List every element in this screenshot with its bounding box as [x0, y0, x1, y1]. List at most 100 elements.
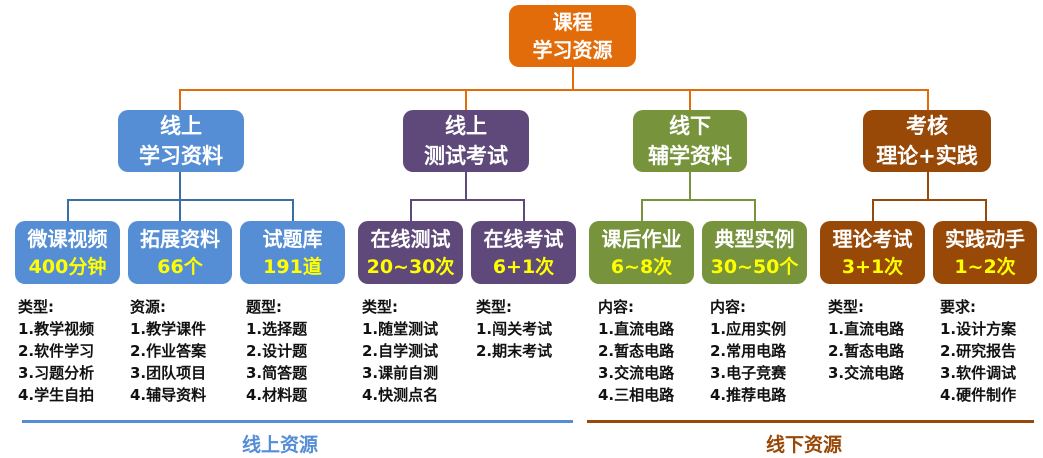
item-title: 课后作业 [601, 226, 682, 251]
connector [179, 89, 181, 111]
category-line2: 学习资料 [139, 144, 223, 168]
connector [872, 199, 987, 201]
list-item: 1.设计方案 [940, 320, 1017, 338]
list-item: 3.电子竞赛 [710, 364, 787, 382]
item-title: 在线测试 [370, 226, 451, 251]
category-line1: 线上 [160, 114, 202, 138]
item-detail-list: 要求: 1.设计方案 2.研究报告 3.软件调试 4.硬件制作 [940, 296, 1016, 406]
list-item: 4.材料题 [246, 386, 308, 404]
category-line1: 线上 [445, 114, 487, 138]
category-assessment: 考核 理论+实践 [863, 110, 991, 172]
list-item: 1.闯关考试 [476, 320, 553, 338]
connector [641, 199, 756, 201]
item-title: 典型实例 [714, 226, 795, 251]
list-item: 2.期末考试 [476, 342, 553, 360]
item-title: 理论考试 [832, 226, 913, 251]
item-detail-list: 类型: 1.闯关考试 2.期末考试 [476, 296, 552, 362]
connector [179, 199, 181, 221]
list-item: 2.软件学习 [18, 342, 95, 360]
list-item: 1.直流电路 [598, 320, 675, 338]
list-item: 3.简答题 [246, 364, 308, 382]
item-extended-materials: 拓展资料 66个 [128, 221, 232, 284]
connector [641, 199, 643, 221]
connector [179, 89, 929, 91]
connector [872, 199, 874, 221]
category-line2: 辅学资料 [648, 144, 732, 168]
list-item: 2.作业答案 [130, 342, 207, 360]
item-value: 66个 [157, 255, 203, 278]
item-value: 30~50个 [710, 255, 799, 278]
connector [689, 89, 691, 111]
category-online-tests: 线上 测试考试 [403, 110, 529, 172]
connector [754, 199, 756, 221]
list-item: 3.交流电路 [828, 364, 905, 382]
offline-resources-label: 线下资源 [766, 434, 843, 456]
item-value: 6~8次 [610, 255, 673, 278]
list-heading: 资源: [130, 298, 166, 316]
list-item: 1.直流电路 [828, 320, 905, 338]
list-item: 4.三相电路 [598, 386, 675, 404]
list-item: 2.自学测试 [362, 342, 439, 360]
root-node: 课程 学习资源 [509, 5, 636, 67]
list-item: 2.暂态电路 [598, 342, 675, 360]
item-typical-examples: 典型实例 30~50个 [702, 221, 807, 284]
list-item: 4.硬件制作 [940, 386, 1017, 404]
connector [572, 67, 574, 91]
list-heading: 类型: [476, 298, 512, 316]
item-title: 拓展资料 [140, 226, 220, 251]
list-item: 1.教学视频 [18, 320, 95, 338]
category-line2: 理论+实践 [876, 144, 978, 168]
list-item: 4.学生自拍 [18, 386, 95, 404]
item-detail-list: 类型: 1.随堂测试 2.自学测试 3.课前自测 4.快测点名 [362, 296, 438, 406]
list-item: 3.课前自测 [362, 364, 439, 382]
item-practice: 实践动手 1~2次 [933, 221, 1037, 284]
connector [927, 172, 929, 200]
root-line1: 课程 [552, 10, 593, 34]
list-item: 2.研究报告 [940, 342, 1017, 360]
category-line1: 考核 [906, 114, 948, 138]
online-divider [22, 420, 573, 423]
connector [67, 199, 69, 221]
list-item: 4.快测点名 [362, 386, 439, 404]
list-heading: 要求: [940, 298, 976, 316]
connector [292, 199, 294, 221]
item-value: 6+1次 [492, 255, 555, 278]
connector [179, 172, 181, 200]
item-online-test: 在线测试 20~30次 [358, 221, 463, 284]
list-item: 1.教学课件 [130, 320, 207, 338]
list-item: 4.推荐电路 [710, 386, 787, 404]
item-homework: 课后作业 6~8次 [589, 221, 694, 284]
item-value: 1~2次 [954, 255, 1016, 278]
list-item: 3.习题分析 [18, 364, 95, 382]
list-item: 1.选择题 [246, 320, 308, 338]
category-offline-materials: 线下 辅学资料 [633, 110, 747, 172]
item-value: 3+1次 [841, 255, 904, 278]
list-item: 4.辅导资料 [130, 386, 207, 404]
list-heading: 题型: [246, 298, 282, 316]
connector [465, 172, 467, 200]
item-value: 20~30次 [366, 255, 455, 278]
connector [927, 89, 929, 111]
item-title: 微课视频 [27, 226, 108, 251]
category-line2: 测试考试 [424, 144, 508, 168]
list-heading: 类型: [362, 298, 398, 316]
connector [523, 199, 525, 221]
connector [985, 199, 987, 221]
item-title: 实践动手 [945, 226, 1025, 251]
category-line1: 线下 [669, 114, 711, 138]
connector [465, 89, 467, 111]
list-item: 1.随堂测试 [362, 320, 439, 338]
connector [410, 199, 525, 201]
list-item: 1.应用实例 [710, 320, 787, 338]
list-heading: 类型: [18, 298, 54, 316]
root-line2: 学习资源 [532, 38, 613, 62]
list-item: 3.软件调试 [940, 364, 1017, 382]
offline-divider [587, 420, 1034, 423]
connector [689, 172, 691, 200]
